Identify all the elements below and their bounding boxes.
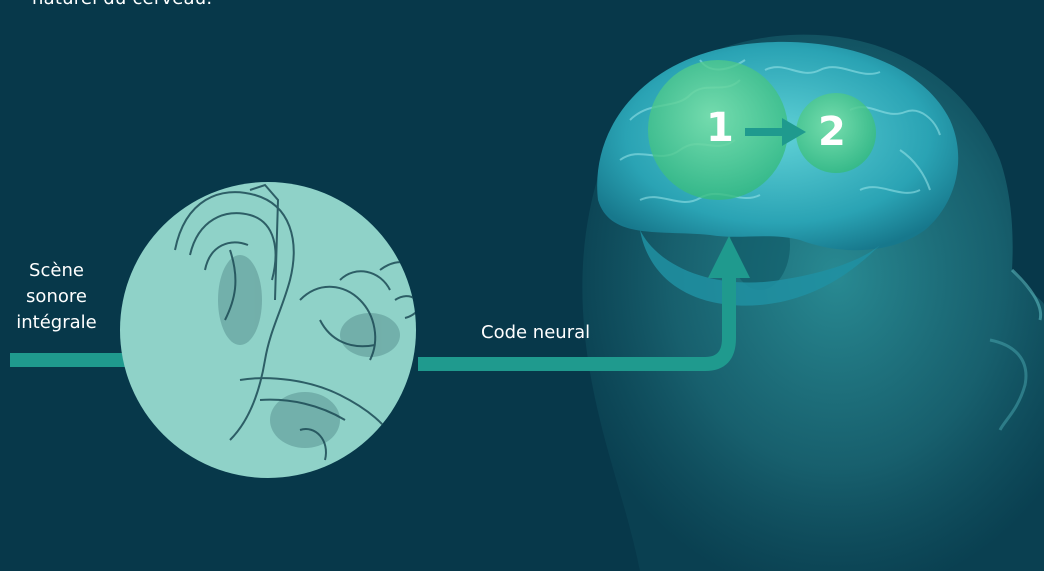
input-arrow — [10, 336, 232, 384]
region-1-number: 1 — [706, 105, 734, 151]
top-caption: naturel du cerveau. — [32, 0, 212, 9]
region-2-number: 2 — [818, 109, 846, 155]
input-label-line-2: sonore — [26, 286, 87, 307]
neural-code-arrow — [418, 236, 750, 371]
input-label: Scène sonore intégrale — [0, 258, 113, 336]
input-label-line-1: Scène — [29, 260, 84, 281]
input-label-line-3: intégrale — [16, 312, 97, 333]
region-arrow — [745, 118, 806, 146]
neural-code-label: Code neural — [481, 322, 591, 343]
ear-anatomy-illustration — [120, 182, 416, 478]
brain-regions — [648, 60, 876, 200]
region-1-highlight — [648, 60, 788, 200]
region-2-highlight — [796, 93, 876, 173]
